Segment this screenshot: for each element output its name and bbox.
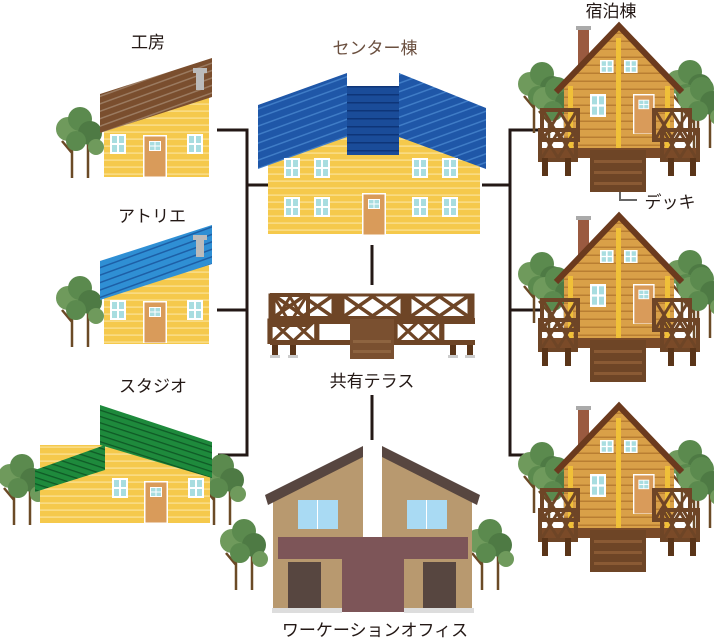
label-atelier: アトリエ: [118, 207, 186, 227]
building-koubou: [54, 58, 212, 180]
shared-terrace: [270, 295, 475, 359]
label-terrace: 共有テラス: [330, 372, 415, 392]
lodging-cabin: [518, 26, 714, 192]
building-studio: [0, 405, 248, 527]
building-center: [258, 73, 486, 235]
building-atelier: [54, 225, 212, 349]
label-lodging: 宿泊棟: [586, 2, 637, 22]
lodging-cabin: [518, 406, 714, 572]
label-center: センター棟: [333, 39, 418, 59]
label-deck: デッキ: [645, 192, 696, 213]
building-workation-office: [218, 446, 516, 613]
label-studio: スタジオ: [119, 377, 187, 397]
label-office: ワーケーションオフィス: [282, 621, 468, 640]
lodging-cabin: [518, 216, 714, 382]
label-koubou: 工房: [131, 33, 165, 53]
